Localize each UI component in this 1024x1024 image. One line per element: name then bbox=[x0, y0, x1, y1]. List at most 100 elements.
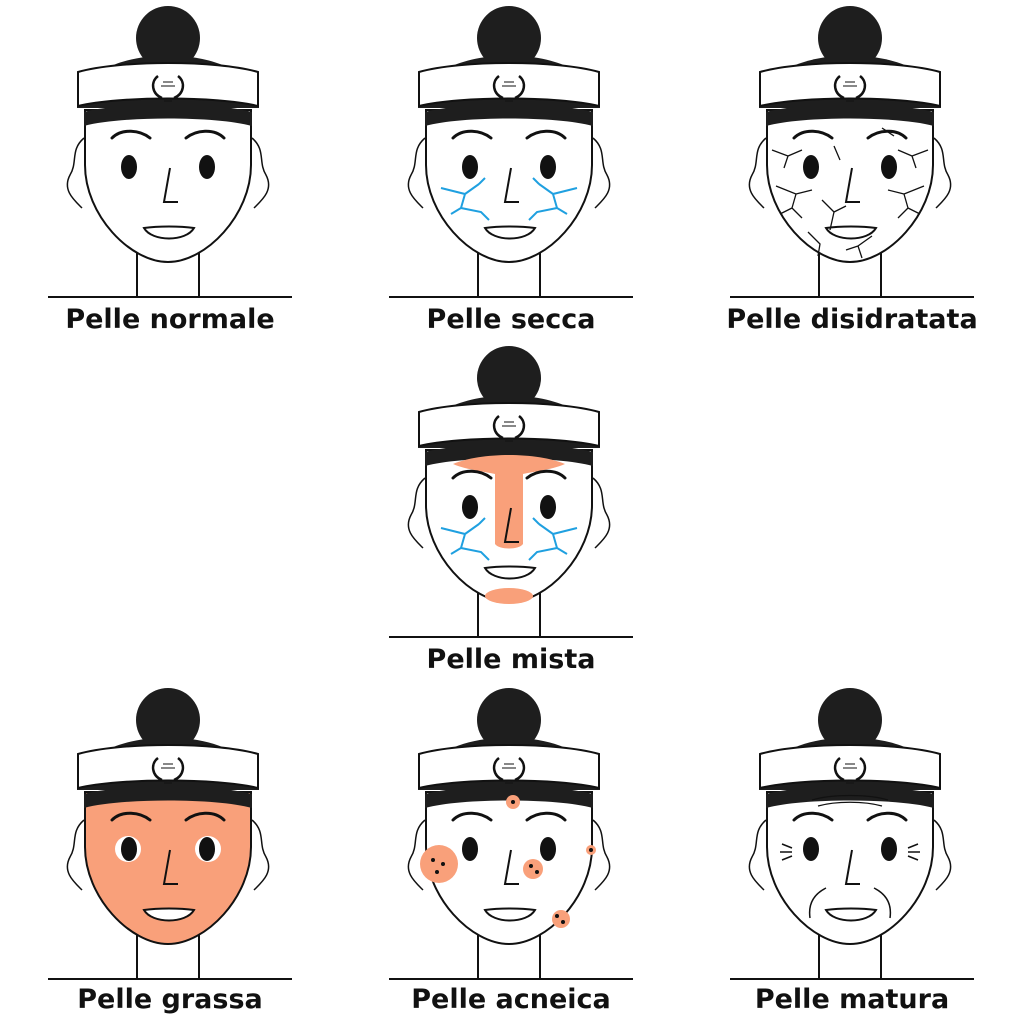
left-curl bbox=[407, 819, 426, 891]
nose bbox=[503, 849, 519, 885]
nose bbox=[503, 507, 519, 543]
hairline bbox=[766, 104, 934, 126]
skin-type-label: Pelle grassa bbox=[77, 984, 263, 1015]
left-eyebrow bbox=[792, 811, 834, 822]
nose bbox=[162, 849, 178, 885]
right-dry-cracks bbox=[528, 177, 578, 221]
face-outline bbox=[766, 791, 934, 946]
face-illustration-grassa bbox=[48, 688, 292, 980]
laurel-logo-icon bbox=[492, 757, 526, 784]
face-outline bbox=[425, 791, 593, 946]
mouth bbox=[483, 907, 537, 922]
acne-dot bbox=[529, 864, 533, 868]
skin-type-label: Pelle secca bbox=[426, 304, 596, 335]
face-illustration-mista bbox=[389, 346, 633, 638]
headband bbox=[418, 62, 600, 108]
skin-type-label: Pelle matura bbox=[754, 984, 950, 1015]
hairline bbox=[84, 786, 252, 808]
acne-dot bbox=[431, 858, 435, 862]
right-eye bbox=[199, 155, 215, 179]
nose bbox=[162, 167, 178, 203]
skin-type-label: Pelle mista bbox=[426, 644, 596, 675]
acne-dot bbox=[555, 914, 559, 918]
left-eye bbox=[803, 837, 819, 861]
right-eye bbox=[881, 155, 897, 179]
acne-dot bbox=[535, 870, 539, 874]
left-curl bbox=[407, 137, 426, 209]
oily-chin-zone bbox=[485, 588, 533, 604]
acne-dot bbox=[441, 862, 445, 866]
laurel-logo-icon bbox=[833, 75, 867, 102]
face-illustration-secca bbox=[389, 6, 633, 298]
laurel-logo-icon bbox=[492, 415, 526, 442]
left-eye bbox=[121, 837, 137, 861]
left-eyebrow bbox=[451, 469, 493, 480]
left-eye bbox=[462, 155, 478, 179]
face-illustration-normale bbox=[48, 6, 292, 298]
forehead-wrinkles bbox=[811, 794, 889, 807]
mouth bbox=[824, 225, 878, 240]
left-eye bbox=[803, 155, 819, 179]
left-curl bbox=[407, 477, 426, 549]
left-curl bbox=[748, 137, 767, 209]
right-curl bbox=[592, 137, 611, 209]
face-outline bbox=[84, 109, 252, 264]
right-eye bbox=[540, 837, 556, 861]
left-eye bbox=[121, 155, 137, 179]
left-eyebrow bbox=[110, 129, 152, 140]
acne-dot bbox=[511, 800, 515, 804]
skin-type-secca: Pelle secca bbox=[381, 0, 641, 340]
mouth bbox=[142, 907, 196, 922]
acne-spot bbox=[552, 910, 570, 928]
headband bbox=[759, 744, 941, 790]
dehydration-cracks bbox=[771, 127, 929, 259]
right-dry-cracks bbox=[528, 517, 578, 561]
face-illustration-acneica bbox=[389, 688, 633, 980]
headband bbox=[77, 62, 259, 108]
headband bbox=[759, 62, 941, 108]
right-eyebrow bbox=[525, 129, 567, 140]
hairline bbox=[766, 786, 934, 808]
left-eye bbox=[462, 495, 478, 519]
face-outline bbox=[84, 791, 252, 946]
skin-type-grassa: Pelle grassa bbox=[40, 682, 300, 1022]
right-curl bbox=[933, 137, 952, 209]
left-curl bbox=[66, 137, 85, 209]
skin-type-normale: Pelle normale bbox=[40, 0, 300, 340]
skin-type-label: Pelle acneica bbox=[411, 984, 611, 1015]
mouth bbox=[483, 225, 537, 240]
right-eyebrow bbox=[525, 811, 567, 822]
right-smile-line bbox=[873, 887, 892, 919]
right-eye bbox=[540, 495, 556, 519]
right-eyebrow bbox=[184, 129, 226, 140]
skin-type-disidratata: Pelle disidratata bbox=[722, 0, 982, 340]
headband bbox=[418, 402, 600, 448]
oily-t-zone bbox=[453, 455, 565, 549]
skin-type-matura: Pelle matura bbox=[722, 682, 982, 1022]
skin-type-mista: Pelle mista bbox=[381, 340, 641, 680]
face-illustration-disidratata bbox=[730, 6, 974, 298]
nose bbox=[844, 849, 860, 885]
right-eye bbox=[540, 155, 556, 179]
skin-type-label: Pelle disidratata bbox=[726, 304, 978, 335]
right-eyebrow bbox=[866, 811, 908, 822]
right-eye bbox=[199, 837, 215, 861]
right-curl bbox=[592, 477, 611, 549]
right-curl bbox=[933, 819, 952, 891]
skin-type-acneica: Pelle acneica bbox=[381, 682, 641, 1022]
laurel-logo-icon bbox=[151, 75, 185, 102]
left-eyebrow bbox=[110, 811, 152, 822]
laurel-logo-icon bbox=[833, 757, 867, 784]
left-curl bbox=[66, 819, 85, 891]
left-curl bbox=[748, 819, 767, 891]
right-eye bbox=[881, 837, 897, 861]
right-curl bbox=[251, 819, 270, 891]
hairline bbox=[425, 104, 593, 126]
acne-spot bbox=[523, 859, 543, 879]
laurel-logo-icon bbox=[151, 757, 185, 784]
left-eye bbox=[462, 837, 478, 861]
nose bbox=[844, 167, 860, 203]
face-illustration-matura bbox=[730, 688, 974, 980]
mouth bbox=[142, 225, 196, 240]
acne-dot bbox=[435, 870, 439, 874]
